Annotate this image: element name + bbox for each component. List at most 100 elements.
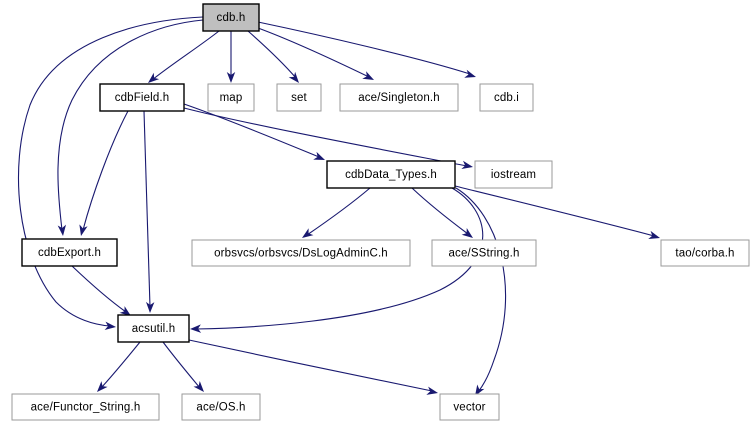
arrowhead-icon [426,386,438,395]
node-layer: cdb.h cdbField.h map set ace/Singleton.h cdb.… [11,3,750,421]
node-box[interactable] [117,314,190,343]
edge-cdb_h-to-map [226,31,236,83]
node-label: cdb.h [217,12,246,24]
node-label: vector [453,402,485,414]
node-label: iostream [491,169,536,181]
node-cdbData_Types[interactable]: cdbData_Types.h [326,160,456,189]
arrowhead-icon [193,381,204,392]
edge-cdbField_h-to-acsutil_h [143,110,155,313]
node-box[interactable] [21,238,118,267]
node-set[interactable]: set [276,83,322,112]
node-box[interactable] [99,83,185,112]
arrowhead-icon [461,160,473,170]
node-label: cdbField.h [115,92,170,104]
edge-cdbData_Types-to-tao_corba [454,185,660,240]
node-box[interactable] [326,160,456,189]
edge-line [257,21,471,75]
node-box[interactable] [191,239,411,267]
edge-line [411,187,469,235]
node-label: cdb.i [494,92,519,104]
edge-cdbData_Types-to-ace_sstring [411,187,473,238]
node-label: ace/Functor_String.h [31,402,141,414]
arrowhead-icon [464,69,476,78]
edge-line [183,103,320,158]
arrowhead-icon [362,71,374,80]
edge-acsutil_h-to-ace_functor [97,341,141,392]
edge-line [188,339,433,392]
node-iostream[interactable]: iostream [474,160,553,189]
edge-line [82,110,129,231]
node-box[interactable] [11,393,160,421]
node-label: ace/OS.h [196,402,245,414]
node-label: acsutil.h [132,323,176,335]
arrowhead-icon [302,228,314,238]
node-cdb_i[interactable]: cdb.i [479,83,534,112]
edge-cdb_h-to-acsutil_h [17,16,204,331]
node-label: tao/corba.h [675,248,734,260]
node-cdb_h[interactable]: cdb.h [202,3,260,32]
edge-cdb_h-to-cdbField_h [148,30,220,83]
edge-cdbData_Types-to-vector [455,187,507,396]
node-box[interactable] [431,239,537,267]
node-acsutil_h[interactable]: acsutil.h [117,314,190,343]
edge-cdbData_Types-to-acsutil_h [190,187,484,333]
node-box[interactable] [276,83,322,112]
edge-cdb_h-to-ace_singleton [257,27,374,80]
edge-line [454,185,655,237]
node-box[interactable] [181,393,261,421]
node-box[interactable] [439,393,500,421]
edge-line [183,107,468,167]
node-label: cdbExport.h [38,247,101,259]
edge-cdb_h-to-cdb_i [257,21,476,78]
edge-cdbField_h-to-cdbExport_h [79,110,129,236]
node-ace_os[interactable]: ace/OS.h [181,393,261,421]
arrowhead-icon [97,381,108,392]
node-box[interactable] [479,83,534,112]
arrowhead-icon [145,301,155,313]
node-cdbField_h[interactable]: cdbField.h [99,83,185,112]
node-box[interactable] [202,3,260,32]
edge-line [306,187,371,236]
edge-line [71,265,127,313]
arrowhead-icon [461,228,473,238]
node-vector[interactable]: vector [439,393,500,421]
arrowhead-icon [79,224,88,236]
edge-cdb_h-to-set [247,30,299,83]
arrowhead-icon [148,72,160,83]
edge-cdbField_h-to-cdbData_Types [183,103,325,160]
edge-acsutil_h-to-ace_os [162,341,204,392]
edge-acsutil_h-to-vector [188,339,438,395]
node-ace_functor[interactable]: ace/Functor_String.h [11,393,160,421]
arrowhead-icon [226,72,236,83]
node-box[interactable] [339,83,459,112]
edge-line [143,110,151,308]
node-tao_corba[interactable]: tao/corba.h [660,239,750,267]
edge-line [455,187,507,393]
node-box[interactable] [207,83,255,112]
node-label: orbsvcs/orbsvcs/DsLogAdminC.h [214,248,388,260]
node-ace_singleton[interactable]: ace/Singleton.h [339,83,459,112]
edge-line [257,27,370,78]
edge-cdbField_h-to-iostream [183,107,473,170]
node-box[interactable] [474,160,553,189]
arrowhead-icon [288,71,299,83]
node-ace_sstring[interactable]: ace/SString.h [431,239,537,267]
edge-line [100,341,141,389]
arrowhead-icon [475,384,485,396]
edge-layer [17,16,660,396]
edge-line [57,19,204,231]
node-box[interactable] [660,239,750,267]
arrowhead-icon [313,151,325,160]
edge-line [247,30,297,79]
arrowhead-icon [104,321,116,331]
node-label: map [220,92,243,104]
node-cdbExport_h[interactable]: cdbExport.h [21,238,118,267]
edge-line [151,30,220,81]
arrowhead-icon [119,306,131,316]
node-map[interactable]: map [207,83,255,112]
edge-cdbData_Types-to-dslogadmin [302,187,371,238]
arrowhead-icon [648,230,660,240]
node-dslogadmin[interactable]: orbsvcs/orbsvcs/DsLogAdminC.h [191,239,411,267]
